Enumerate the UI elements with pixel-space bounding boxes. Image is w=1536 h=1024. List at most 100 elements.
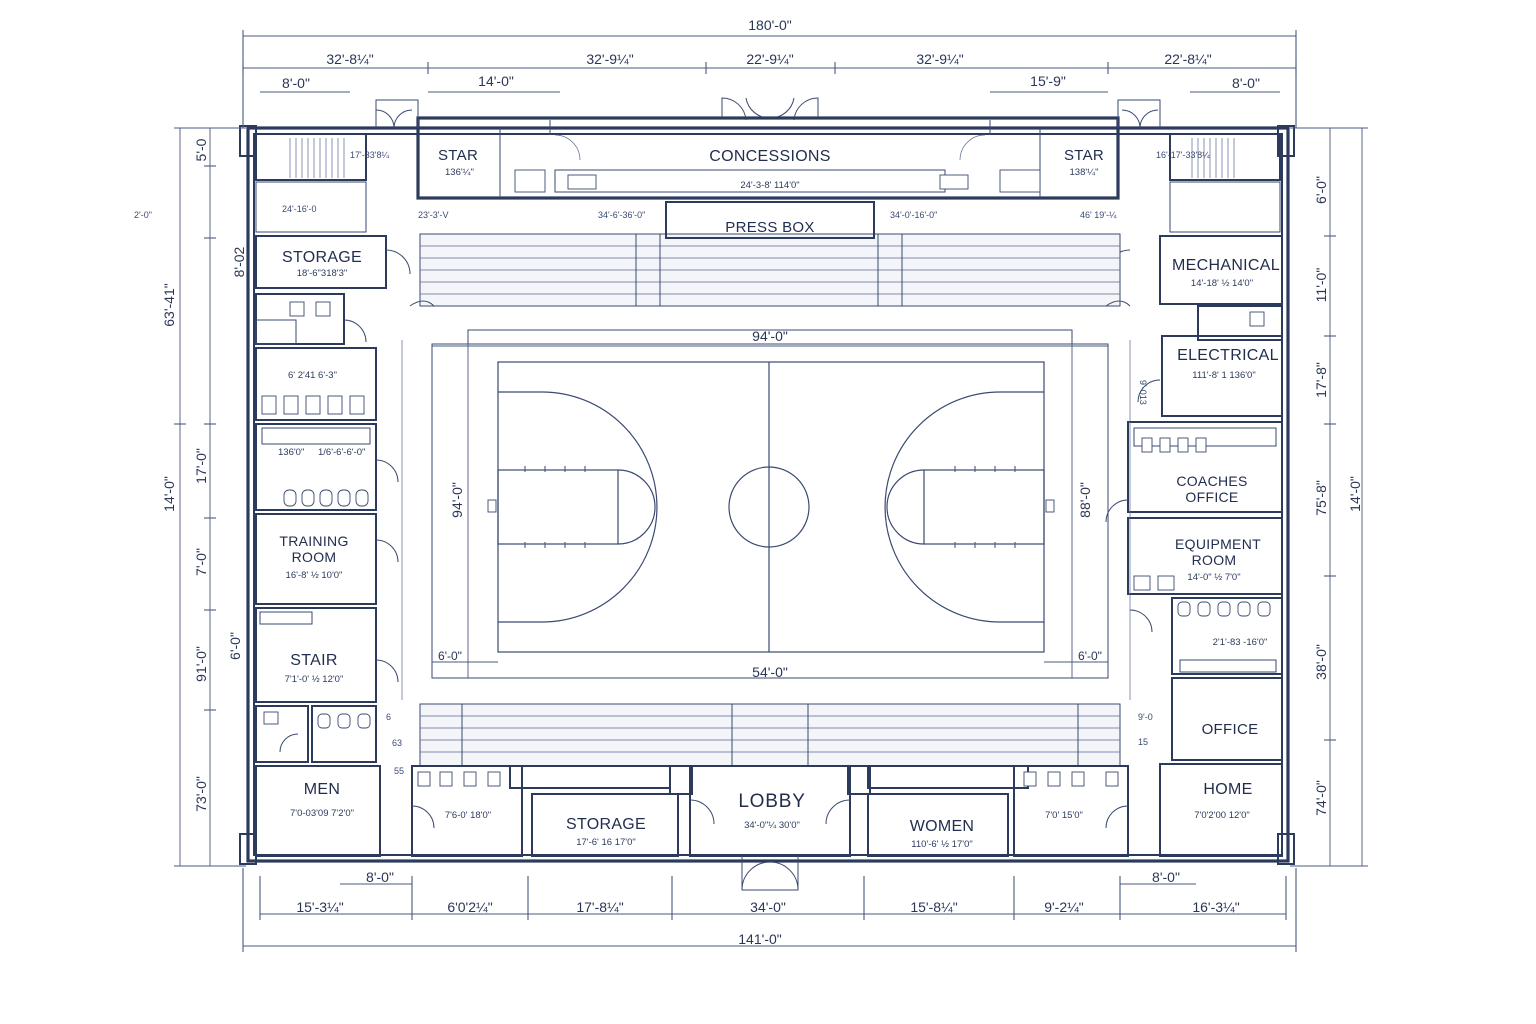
press-box-label: PRESS BOX <box>725 219 814 236</box>
star-left-size: 136'¼" <box>445 167 474 178</box>
court-length-label: 94'-0" <box>752 328 788 344</box>
stair-label: STAIR <box>290 652 337 669</box>
star-right-label: STAR <box>1064 147 1104 164</box>
dim-right-inner-5: 74'-0" <box>1313 780 1329 816</box>
dim-overall-bottom: 141'-0" <box>738 931 781 947</box>
stair-tl-dim2: 24'-16'-0 <box>282 204 316 214</box>
dim-bottom-2: 17'-8¼" <box>576 899 623 915</box>
home-size: 7'0'2'00 12'0" <box>1194 810 1250 821</box>
dim-left-outer-0: 63'-41" <box>161 283 177 326</box>
dim-misc-1: 34'-6'-36'-0" <box>598 210 645 220</box>
mechanical-size: 14'-18' ½ 14'0" <box>1191 278 1253 289</box>
court-bottom-label: 54'-0" <box>752 664 788 680</box>
dim-top-1: 32'-9¼" <box>586 51 633 67</box>
dim-top-sub-1: 14'-0" <box>478 73 514 89</box>
toilet-br-size: 7'0' 15'0" <box>1045 810 1083 821</box>
dim-top-sub-0: 8'-0" <box>282 75 310 91</box>
storage-bottom-label: STORAGE <box>566 816 646 833</box>
men-size: 7'0-03'09 7'2'0" <box>290 808 354 819</box>
dim-left-inner-5: 91'-0" <box>193 646 209 682</box>
dim-bottom-sub-1: 8'-0" <box>1152 869 1180 885</box>
dim-bottom-sub-0: 8'-0" <box>366 869 394 885</box>
dim-misc-9: 15 <box>1138 737 1148 747</box>
stair-tl-dim: 17'-33'8¼ <box>350 150 389 160</box>
court-offset-left: 6'-0" <box>438 649 462 663</box>
top-entrance-doors <box>375 97 1161 129</box>
dim-right-inner-1: 11'-0" <box>1313 268 1329 303</box>
dim-misc-0: 23'-3'-V <box>418 210 448 220</box>
top-bleachers: PRESS BOX 23'-3'-V 34'-6'-36'-0" 34'-0'-… <box>409 201 1131 307</box>
dim-left-outer-1: 14'-0" <box>161 476 177 512</box>
storage-top-label: STORAGE <box>282 249 362 266</box>
lobby-label: LOBBY <box>738 791 805 812</box>
dim-misc-2: 34'-0'-16'-0" <box>890 210 937 220</box>
dim-right-inner-0: 6'-0" <box>1313 176 1329 204</box>
women-size: 110'-6' ½ 17'0" <box>911 839 972 850</box>
locker-left-sub2: 1/6'-6'-6'-0" <box>318 447 365 458</box>
court-offset-right: 6'-0" <box>1078 649 1102 663</box>
dim-right-outer-0: 14'-0" <box>1347 476 1363 512</box>
dim-top-2: 22'-9¼" <box>746 51 793 67</box>
dim-overall-top: 180'-0" <box>748 17 791 33</box>
dim-bottom-3: 34'-0" <box>750 899 786 915</box>
dim-right-inner-2: 17'-8" <box>1313 362 1329 398</box>
electrical-label: ELECTRICAL <box>1177 347 1279 364</box>
dim-right-inner-3: 75'-8" <box>1313 480 1329 516</box>
dim-misc-3: 46' 19'-¼ <box>1080 210 1117 220</box>
top-left-stair: 17'-33'8¼ 24'-16'-0 STORAGE 18'-6"318'3" <box>255 133 411 289</box>
dim-misc-6b: 2'-0" <box>134 210 152 220</box>
dim-top-4: 22'-8¼" <box>1164 51 1211 67</box>
locker-left-sub: 136'0" <box>278 447 304 458</box>
dim-bottom-4: 15'-8¼" <box>910 899 957 915</box>
equipment-size: 14'-0" ½ 7'0" <box>1187 572 1240 583</box>
locker-right-size: 2'1'-83 -16'0" <box>1213 637 1268 648</box>
left-rooms: 6' 2'41 6'-3" 136'0" 1/6'-6'-6'-0" TRAIN… <box>255 293 404 857</box>
coaches-label-2: OFFICE <box>1185 489 1238 505</box>
dim-left-inner-2: 17'-0" <box>193 448 209 484</box>
dim-misc-7: 9'-013 <box>1138 380 1148 405</box>
dim-left-inner-6: 73'-0" <box>193 776 209 812</box>
bottom-rooms: 7'6-0' 18'0" STORAGE 17'-6' 16 17'0" LOB… <box>411 765 1129 891</box>
women-label: WOMEN <box>910 818 975 835</box>
mechanical-label: MECHANICAL <box>1172 257 1280 274</box>
dim-bottom-6: 16'-3¼" <box>1192 899 1239 915</box>
dim-misc-11: 63 <box>392 738 402 748</box>
electrical-size: 111'-8' 1 136'0" <box>1192 370 1255 381</box>
dim-bottom-1: 6'0'2¼" <box>447 899 492 915</box>
basketball-court: 94'-0" 54'-0" 6'-0" 6'-0" 94'-0" 88'-0" <box>431 328 1109 680</box>
lobby-size: 34'-0"¼ 30'0" <box>744 820 800 831</box>
dim-right-inner-4: 38'-0" <box>1313 644 1329 680</box>
dim-left-inner-4: 6'-0" <box>227 632 243 660</box>
top-right-stair: 16'-17'-33'8¼ MECHANICAL 14'-18' ½ 14'0" <box>1105 133 1283 305</box>
bottom-bleachers <box>419 703 1121 767</box>
dim-top-sub-2: 15'-9" <box>1030 73 1066 89</box>
dim-left-inner-3: 7'-0" <box>193 548 209 576</box>
training-room-label-1: TRAINING <box>279 533 348 549</box>
training-room-label-2: ROOM <box>292 549 337 565</box>
dim-left-inner-1: 8'-02 <box>231 246 247 277</box>
concessions-block: STAR 136'¼" CONCESSIONS 24'-3-8' 114'0" … <box>416 116 1120 200</box>
toilet-bl-size: 7'6-0' 18'0" <box>445 810 491 821</box>
stair-tr-dim: 16'-17'-33'8¼ <box>1156 150 1210 160</box>
dim-bottom-5: 9'-2¼" <box>1044 899 1084 915</box>
dim-top-3: 32'-9¼" <box>916 51 963 67</box>
star-left-label: STAR <box>438 147 478 164</box>
dim-top-0: 32'-8¼" <box>326 51 373 67</box>
storage-top-size: 18'-6"318'3" <box>297 268 348 279</box>
equipment-label-1: EQUIPMENT <box>1175 536 1261 552</box>
right-rooms: ELECTRICAL 111'-8' 1 136'0" 9'-013 COACH… <box>1105 305 1283 857</box>
equipment-label-2: ROOM <box>1192 552 1237 568</box>
dim-misc-13: 9'-0 <box>1138 712 1153 722</box>
concessions-label: CONCESSIONS <box>709 148 831 165</box>
dim-left-inner-0: 5'-0 <box>193 138 209 161</box>
stair-size: 7'1'-0' ½ 12'0" <box>285 674 344 685</box>
storage-bottom-size: 17'-6' 16 17'0" <box>576 837 636 848</box>
court-width-left: 94'-0" <box>449 482 465 518</box>
locker-left-size: 6' 2'41 6'-3" <box>288 370 337 381</box>
concessions-size: 24'-3-8' 114'0" <box>740 180 799 191</box>
court-width-right: 88'-0" <box>1077 482 1093 518</box>
circulation-dims: 2'-0" <box>134 210 1131 700</box>
star-right-size: 138'¼" <box>1070 167 1099 178</box>
men-label: MEN <box>304 781 340 798</box>
